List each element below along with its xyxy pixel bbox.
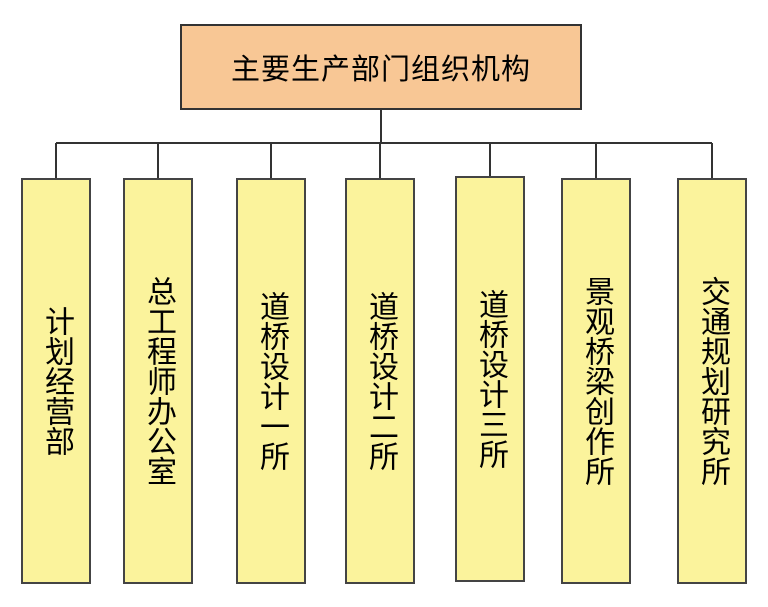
dept-box-chief-engineer: 总工程师办公室: [123, 178, 193, 584]
dept-label: 景观桥梁创作所: [579, 276, 614, 486]
dept-box-road-bridge-3: 道桥设计三所: [455, 176, 525, 582]
dept-box-road-bridge-2: 道桥设计二所: [345, 178, 415, 584]
dept-box-landscape-bridge: 景观桥梁创作所: [561, 178, 631, 584]
dept-label: 道桥设计一所: [254, 291, 289, 471]
dept-box-transport-planning: 交通规划研究所: [677, 178, 747, 584]
dept-label: 道桥设计二所: [363, 291, 398, 471]
org-root-box: 主要生产部门组织机构: [180, 24, 582, 110]
dept-label: 道桥设计三所: [473, 289, 508, 469]
org-root-title: 主要生产部门组织机构: [230, 52, 531, 86]
dept-label: 总工程师办公室: [141, 276, 176, 486]
dept-label: 计划经营部: [39, 306, 74, 456]
dept-box-road-bridge-1: 道桥设计一所: [236, 178, 306, 584]
dept-label: 交通规划研究所: [695, 276, 730, 486]
dept-box-planning: 计划经营部: [21, 178, 91, 584]
